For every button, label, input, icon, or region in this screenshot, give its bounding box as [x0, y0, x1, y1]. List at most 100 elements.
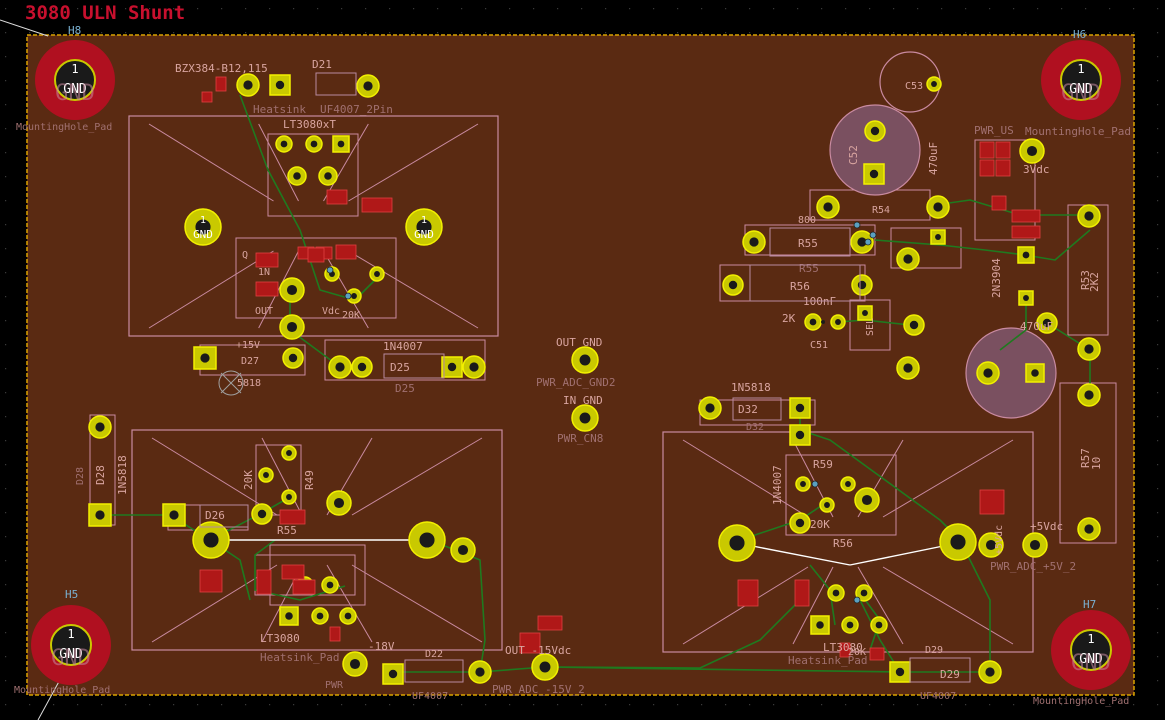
- smd-pad-13[interactable]: [1011, 209, 1041, 223]
- label-heatsink_pad_br: Heatsink_Pad: [788, 654, 867, 667]
- smd-pad-16[interactable]: [256, 569, 272, 595]
- label-rot-c52: C52: [847, 145, 860, 165]
- tht-pad-35-drill: [1084, 390, 1094, 400]
- tht-pad-2-drill: [280, 140, 288, 148]
- smd-pad-14[interactable]: [1011, 225, 1041, 239]
- smd-pad-9[interactable]: [995, 141, 1011, 159]
- tht-pad-sq-1-drill: [337, 140, 345, 148]
- via-6[interactable]: [853, 596, 861, 604]
- smd-pad-23[interactable]: [794, 579, 810, 607]
- tht-pad-26-drill: [835, 319, 841, 325]
- label-vdc_top: Vdc: [322, 306, 340, 317]
- smd-pad-21[interactable]: [537, 615, 563, 631]
- heatsink-top-left-fin-bot-2: [323, 250, 369, 329]
- mh-h6-footprint: MountingHole_Pad: [1025, 125, 1131, 138]
- track-5: [559, 599, 801, 669]
- tht-pad-1-drill: [363, 81, 373, 91]
- cap-c49-body: [965, 327, 1057, 419]
- label-r59: R59: [813, 458, 833, 471]
- smd-pad-11[interactable]: [995, 159, 1011, 177]
- heatsink-top-left-fin-top-0: [148, 123, 274, 202]
- tht-pad-20-drill: [823, 202, 833, 212]
- tht-pad-17-drill: [931, 81, 937, 87]
- label-d27: D27: [241, 356, 259, 367]
- label-r56_br: R56: [833, 537, 853, 550]
- heatsink-pad-net: GND: [193, 228, 213, 241]
- label-d29: D29: [940, 668, 960, 681]
- smd-pad-7[interactable]: [335, 244, 357, 260]
- tht-pad-21-drill: [749, 237, 759, 247]
- smd-pad-3[interactable]: [255, 281, 279, 297]
- tht-pad-52-drill: [475, 667, 485, 677]
- smd-pad-0[interactable]: [215, 76, 227, 92]
- tht-pad-32-drill: [1084, 344, 1094, 354]
- tht-pad-33-drill: [1042, 318, 1052, 328]
- tht-pad-sq-2-drill: [200, 353, 210, 363]
- label-d22: D22: [425, 649, 443, 660]
- tht-pad-12-drill: [335, 362, 345, 372]
- via-3[interactable]: [869, 231, 877, 239]
- tht-pad-57-drill: [824, 502, 830, 508]
- tht-pad-sq-10-drill: [95, 510, 105, 520]
- via-2[interactable]: [853, 221, 861, 229]
- heatsink-pad-num: 1: [421, 215, 427, 226]
- label-pwr_adc_gnd2: PWR_ADC_GND2: [536, 376, 615, 389]
- smd-pad-29[interactable]: [307, 247, 325, 263]
- smd-pad-2[interactable]: [255, 252, 279, 268]
- tht-pad-24-drill: [857, 280, 867, 290]
- heatsink-gnd-pad-0-drill: [195, 219, 211, 235]
- cap-c52-body: [829, 104, 921, 196]
- smd-pad-6[interactable]: [361, 197, 393, 213]
- label-r5vdc: +5Vdc: [1030, 520, 1063, 533]
- track-14: [874, 239, 1027, 256]
- tht-pad-8-drill: [288, 353, 298, 363]
- tht-pad-36-drill: [1084, 524, 1094, 534]
- smd-pad-8[interactable]: [979, 141, 995, 159]
- tht-pad-42-drill: [263, 472, 269, 478]
- heatsink-bottom-right-fin-bot-2: [857, 566, 904, 645]
- smd-pad-17[interactable]: [281, 564, 305, 580]
- via-1[interactable]: [326, 266, 334, 274]
- smd-pad-15[interactable]: [199, 569, 223, 593]
- via-4[interactable]: [864, 238, 872, 246]
- silk-outline-0: [267, 133, 359, 217]
- tht-pad-sq-13-drill: [388, 669, 398, 679]
- component-d29-body: [909, 657, 971, 683]
- smd-pad-27[interactable]: [869, 647, 885, 661]
- smd-pad-28[interactable]: [326, 189, 348, 205]
- tht-pad-40-drill: [257, 509, 267, 519]
- via-0[interactable]: [344, 292, 352, 300]
- smd-pad-19[interactable]: [329, 626, 341, 642]
- tht-pad-49-drill: [316, 612, 324, 620]
- label-rot-r49: R49: [303, 470, 316, 490]
- tht-pad-sq-11-drill: [169, 510, 179, 520]
- tht-pad-67-drill: [875, 621, 883, 629]
- via-5[interactable]: [811, 480, 819, 488]
- component-d22-body: [404, 659, 464, 683]
- tht-pad-62-drill: [1029, 539, 1041, 551]
- smd-pad-10[interactable]: [979, 159, 995, 177]
- label-rot-r53: R53: [1079, 270, 1092, 290]
- smd-pad-25[interactable]: [279, 509, 306, 525]
- mounting-hole-net: GND: [1069, 82, 1093, 97]
- heatsink-bottom-right-fin-top-3: [882, 439, 1014, 518]
- smd-pad-26[interactable]: [839, 642, 851, 658]
- smd-pad-18[interactable]: [292, 579, 316, 595]
- smd-pad-22[interactable]: [737, 579, 759, 607]
- tht-pad-7-drill: [286, 321, 298, 333]
- label-r800: 800: [798, 215, 816, 226]
- smd-pad-12[interactable]: [991, 195, 1007, 211]
- smd-pad-1[interactable]: [201, 91, 213, 103]
- tht-pad-48-drill: [326, 581, 334, 589]
- heatsink-bottom-left-fin-bot-3: [351, 564, 483, 643]
- heatsink-bottom-left-fin-top-1: [261, 437, 303, 516]
- label-rot-r20k_bl: 20K: [242, 470, 255, 490]
- heatsink-pad-num: 1: [200, 215, 206, 226]
- tht-pad-10-drill: [351, 293, 357, 299]
- mounting-hole-net-large: GND: [1061, 81, 1101, 106]
- heatsink-gnd-pad-1-drill: [416, 219, 432, 235]
- label-uf4007_br: UF4007: [920, 691, 956, 702]
- smd-pad-24[interactable]: [979, 489, 1005, 515]
- smd-pad-20[interactable]: [519, 632, 541, 654]
